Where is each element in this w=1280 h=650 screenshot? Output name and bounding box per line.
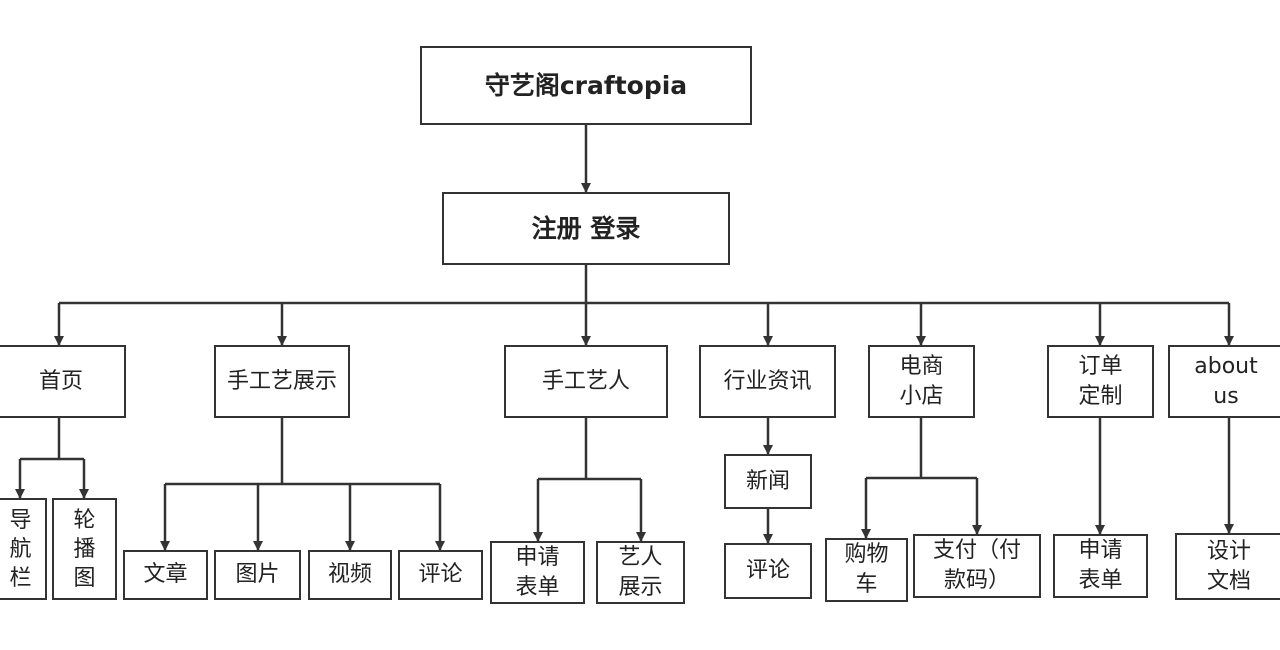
- node-industry-news-label: 行业资讯: [723, 368, 812, 394]
- node-design-doc: 设计文档: [1175, 533, 1280, 600]
- node-article-label: 文章: [143, 562, 188, 587]
- node-nav-label: 导航栏: [9, 507, 32, 591]
- node-auth-label: 注册 登录: [531, 213, 641, 243]
- node-home: 首页: [0, 345, 126, 418]
- node-craft-show: 手工艺展示: [214, 345, 350, 418]
- node-design-doc-label: 设计文档: [1206, 538, 1251, 594]
- node-carousel-label: 轮播图: [73, 507, 96, 591]
- node-industry-news: 行业资讯: [699, 345, 836, 418]
- node-shop-label: 电商小店: [899, 353, 944, 409]
- node-root: 守艺阁craftopia: [420, 46, 752, 125]
- node-apply-form2-label: 申请表单: [1078, 538, 1123, 593]
- node-article: 文章: [123, 550, 208, 600]
- node-root-label: 守艺阁craftopia: [484, 70, 688, 100]
- node-artist-show-label: 艺人展示: [618, 544, 663, 600]
- node-artisan-label: 手工艺人: [541, 368, 630, 394]
- node-nav: 导航栏: [0, 498, 47, 600]
- node-image: 图片: [214, 550, 301, 600]
- node-news: 新闻: [724, 454, 812, 509]
- node-comment2: 评论: [724, 543, 812, 599]
- node-apply-form2: 申请表单: [1053, 534, 1148, 598]
- node-cart-label: 购物车: [844, 542, 889, 597]
- node-comment1: 评论: [398, 550, 483, 600]
- node-news-label: 新闻: [745, 468, 790, 494]
- node-about: about us: [1168, 345, 1280, 418]
- node-comment2-label: 评论: [745, 558, 790, 583]
- node-about-label: about us: [1194, 353, 1258, 409]
- node-comment1-label: 评论: [418, 562, 463, 587]
- node-auth: 注册 登录: [442, 192, 730, 265]
- node-payment-label: 支付（付款码）: [932, 538, 1021, 593]
- node-craft-show-label: 手工艺展示: [227, 368, 338, 394]
- node-apply-form1-label: 申请表单: [515, 544, 560, 600]
- node-artisan: 手工艺人: [504, 345, 668, 418]
- node-video-label: 视频: [327, 562, 372, 587]
- node-payment: 支付（付款码）: [913, 534, 1041, 598]
- node-cart: 购物车: [825, 538, 908, 602]
- node-home-label: 首页: [38, 368, 83, 394]
- node-order-label: 订单定制: [1078, 353, 1123, 409]
- node-video: 视频: [308, 550, 392, 600]
- node-apply-form1: 申请表单: [490, 541, 585, 604]
- node-order: 订单定制: [1047, 345, 1154, 418]
- node-shop: 电商小店: [868, 345, 975, 418]
- node-carousel: 轮播图: [52, 498, 117, 600]
- node-artist-show: 艺人展示: [596, 541, 685, 604]
- node-image-label: 图片: [235, 562, 280, 587]
